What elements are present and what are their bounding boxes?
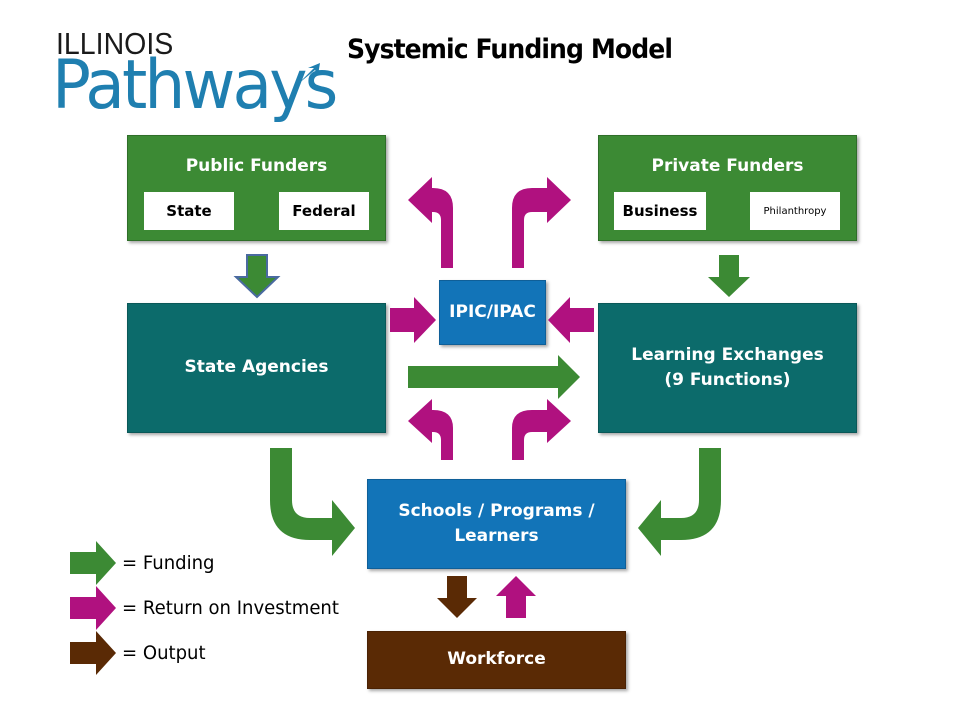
return-arrow-schools-to-agencies xyxy=(408,399,453,460)
schools-label: Schools / Programs / xyxy=(398,500,595,521)
logo-swoosh-icon xyxy=(298,63,320,84)
workforce-label: Workforce xyxy=(447,649,546,670)
state-agencies-box: State Agencies xyxy=(127,303,386,433)
legend-return-label: = Return on Investment xyxy=(122,597,339,619)
return-arrow-schools-to-exchanges xyxy=(512,399,571,460)
legend-return-arrow-icon xyxy=(70,586,116,630)
legend-output-label: = Output xyxy=(122,642,206,664)
workforce-box: Workforce xyxy=(367,631,626,689)
return-arrow-ipic-to-public xyxy=(408,177,453,268)
federal-label: Federal xyxy=(279,192,369,230)
schools-sublabel: Learners xyxy=(454,526,539,546)
state-agencies-label: State Agencies xyxy=(184,357,329,378)
funding-arrow-agencies-to-schools xyxy=(270,448,355,556)
logo-top-text: ILLINOIS xyxy=(56,26,174,61)
funding-arrow-private-to-exchanges xyxy=(708,255,750,297)
ipic-box: IPIC/IPAC xyxy=(439,280,546,345)
return-arrow-ipic-to-private xyxy=(512,177,571,268)
logo-main-text: Pathways xyxy=(52,46,338,125)
learning-exchanges-label: Learning Exchanges xyxy=(631,344,824,365)
private-funders-label: Private Funders xyxy=(651,156,804,176)
private-funders-box: Private Funders Business Philanthropy xyxy=(598,135,857,241)
legend-output-arrow-icon xyxy=(70,631,116,675)
return-arrow-exchanges-to-ipic xyxy=(548,297,594,343)
learning-exchanges-box: Learning Exchanges (9 Functions) xyxy=(598,303,857,433)
return-arrow-agencies-to-ipic xyxy=(390,297,436,343)
funding-arrow-agencies-to-exchanges xyxy=(408,355,580,399)
learning-exchanges-sublabel: (9 Functions) xyxy=(664,370,791,390)
business-label: Business xyxy=(614,192,706,230)
state-label: State xyxy=(144,192,234,230)
public-funders-box: Public Funders State Federal xyxy=(127,135,386,241)
return-arrow-workforce-to-schools xyxy=(496,576,536,618)
schools-box: Schools / Programs / Learners xyxy=(367,479,626,569)
page-title: Systemic Funding Model xyxy=(347,34,673,65)
legend-funding-arrow-icon xyxy=(70,541,116,585)
legend-funding-label: = Funding xyxy=(122,552,215,574)
public-funders-label: Public Funders xyxy=(185,156,328,176)
ipic-label: IPIC/IPAC xyxy=(449,301,536,322)
philanthropy-label: Philanthropy xyxy=(750,192,840,230)
funding-arrow-public-to-agencies xyxy=(233,254,281,299)
output-arrow-schools-to-workforce xyxy=(437,576,477,618)
funding-arrow-exchanges-to-schools xyxy=(638,448,721,556)
